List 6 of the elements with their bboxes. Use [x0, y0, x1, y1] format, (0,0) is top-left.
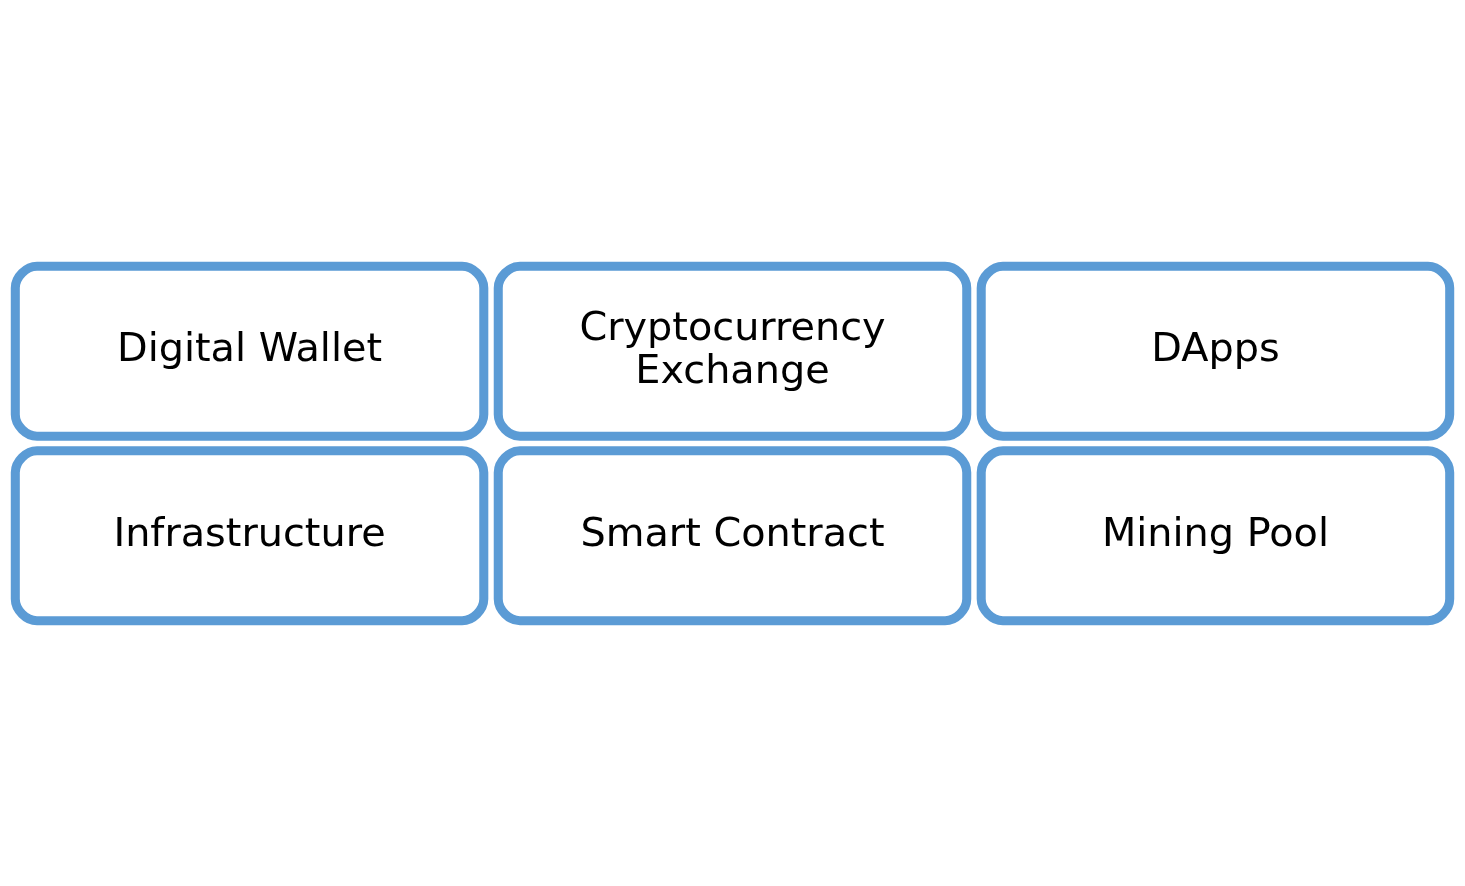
node-box: Mining Pool: [976, 445, 1455, 625]
node-box: DApps: [976, 261, 1455, 441]
node-box: Digital Wallet: [10, 261, 489, 441]
node-box: Infrastructure: [10, 445, 489, 625]
node-box: Smart Contract: [493, 445, 972, 625]
node-box: Cryptocurrency Exchange: [493, 261, 972, 441]
